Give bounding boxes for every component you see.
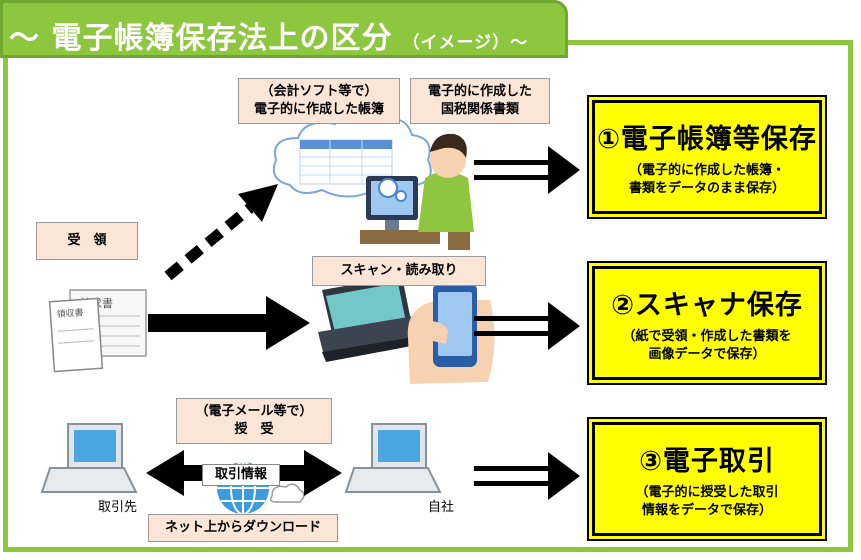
result-box-1: ①電子帳簿等保存 （電子的に作成した帳簿・ 書類をデータのまま保存）	[592, 100, 822, 214]
title-tab: 〜 電子帳簿保存法上の区分 （イメージ）〜	[0, 0, 568, 58]
double-line-arrow-1	[474, 146, 580, 194]
person-at-computer-illustration	[360, 133, 474, 250]
result-sub-1-line-1: （電子的に作成した帳簿・	[628, 163, 785, 178]
result-sub-3: （電子的に授受した取引 情報をデータで保存）	[595, 484, 819, 520]
result-title-2: ②スキャナ保存	[611, 290, 803, 321]
kokuzei-line-1: 電子的に作成した	[427, 84, 532, 99]
download-label: ネット上からダウンロード	[148, 514, 338, 542]
email-label: （電子メール等で） 授 受	[176, 398, 332, 444]
kaikei-line-2: 電子的に作成した帳簿	[253, 102, 384, 117]
torihikisaki-text: 取引先	[98, 500, 138, 515]
dashed-arrow-up	[164, 184, 278, 281]
result-sub-1: （電子的に作成した帳簿・ 書類をデータのまま保存）	[595, 162, 819, 198]
scanner-illustration	[318, 276, 422, 362]
result-sub-3-line-1: （電子的に授受した取引	[635, 485, 779, 500]
double-line-arrow-2	[474, 302, 580, 350]
result-sub-3-line-2: 情報をデータで保存）	[641, 503, 772, 518]
result-title-3: ③電子取引	[639, 446, 775, 477]
laptop-left-illustration	[40, 423, 138, 493]
torihiki-joho-label: 取引情報	[202, 464, 280, 486]
jisha-text: 自社	[428, 500, 455, 515]
scan-label: スキャン・読み取り	[312, 256, 486, 286]
smartphone-illustration	[407, 283, 495, 384]
kokuzei-documents-label: 電子的に作成した 国税関係書類	[410, 78, 550, 124]
title-main: 〜 電子帳簿保存法上の区分	[9, 21, 393, 56]
double-line-arrow-3	[474, 452, 580, 500]
page-title: 〜 電子帳簿保存法上の区分 （イメージ）〜	[9, 13, 528, 57]
paper-documents-illustration: 請求書 領収書	[48, 289, 147, 373]
email-line-2: 授 受	[234, 422, 274, 437]
laptop-right-illustration	[344, 423, 442, 493]
kaikei-line-1: （会計ソフト等で）	[260, 84, 378, 99]
result-box-2: ②スキャナ保存 （紙で受領・作成した書類を 画像データで保存）	[592, 266, 822, 380]
result-box-3: ③電子取引 （電子的に授受した取引 情報をデータで保存）	[592, 422, 822, 536]
kaikei-software-label: （会計ソフト等で） 電子的に作成した帳簿	[238, 78, 400, 124]
result-sub-2-line-1: （紙で受領・作成した書類を	[622, 329, 792, 344]
result-sub-1-line-2: 書類をデータのまま保存）	[628, 181, 785, 196]
kokuzei-line-2: 国税関係書類	[440, 102, 519, 117]
result-title-1: ①電子帳簿等保存	[597, 124, 817, 155]
solid-arrow-right	[148, 296, 310, 350]
email-line-1: （電子メール等で）	[195, 404, 313, 419]
result-sub-2-line-2: 画像データで保存）	[648, 347, 766, 362]
receipt-text: 領収書	[56, 306, 84, 320]
result-sub-2: （紙で受領・作成した書類を 画像データで保存）	[595, 328, 819, 364]
title-suffix: （イメージ）〜	[402, 33, 529, 53]
juryo-label: 受 領	[36, 222, 138, 260]
